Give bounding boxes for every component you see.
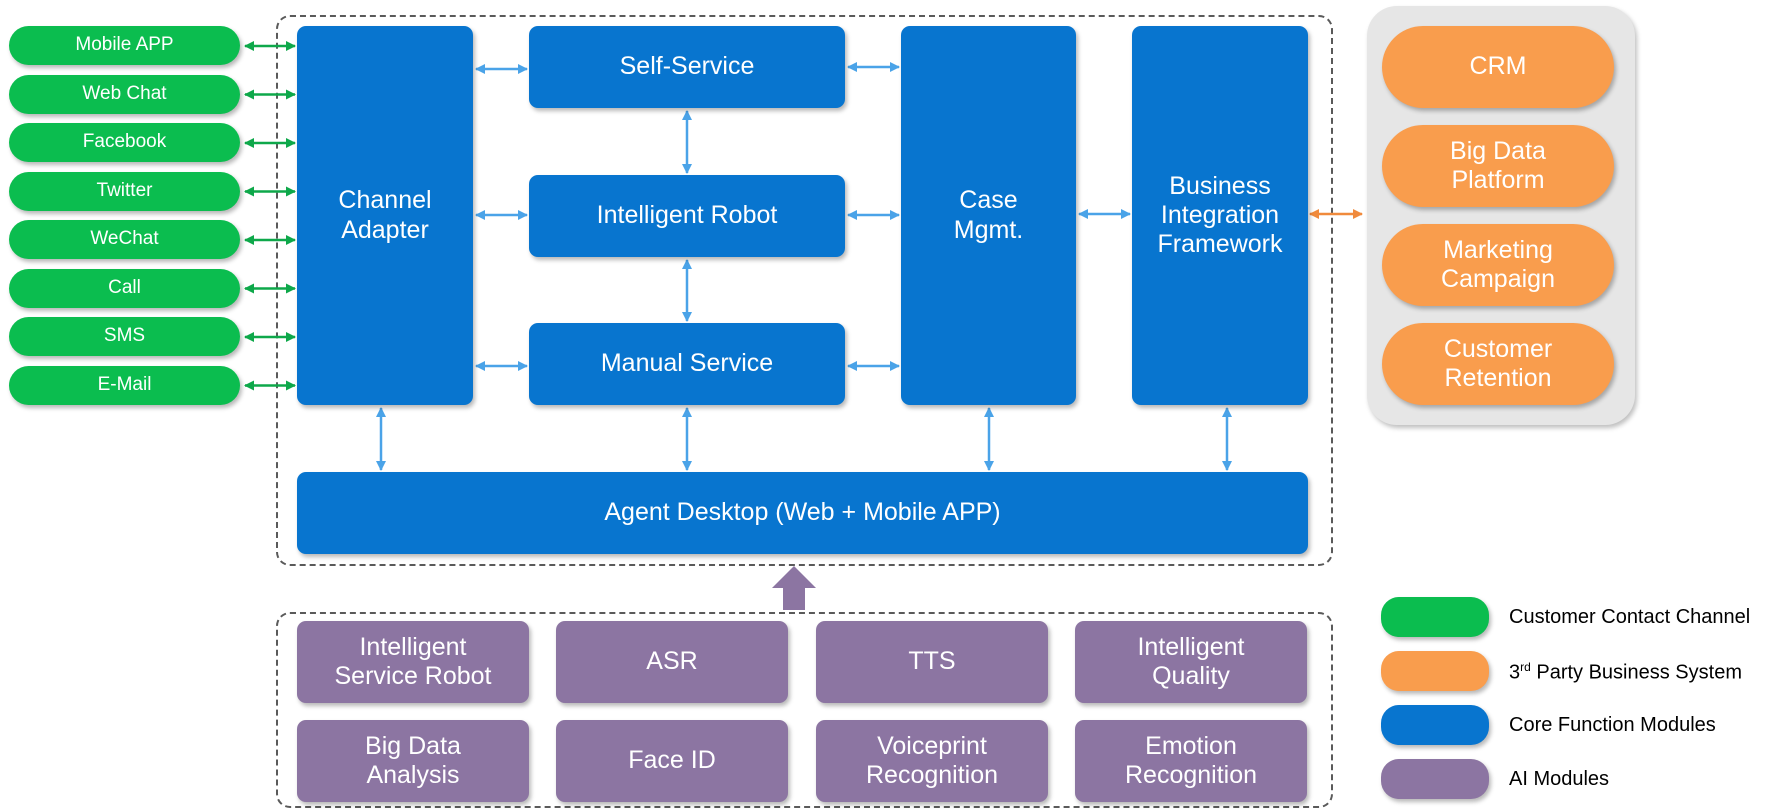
channel-mobile-app: Mobile APP: [9, 26, 240, 65]
channel-web-chat: Web Chat: [9, 74, 240, 114]
ai-module-tts: TTS: [816, 621, 1048, 703]
channel-adapter-module: Channel Adapter: [297, 26, 473, 405]
legend-label-third-party: 3rd Party Business System: [1509, 660, 1742, 684]
channel-twitter: Twitter: [9, 171, 240, 211]
ai-modules-boundary: [276, 612, 1333, 808]
channel-wechat: WeChat: [9, 220, 240, 259]
channel-sms: SMS: [9, 317, 240, 356]
third-party-marketing-campaign: Marketing Campaign: [1382, 224, 1614, 306]
ai-module-asr: ASR: [556, 621, 788, 703]
ai-module-intelligent-quality: Intelligent Quality: [1075, 621, 1307, 703]
legend-swatch-third-party: [1381, 651, 1489, 691]
intelligent-robot-module: Intelligent Robot: [529, 175, 845, 257]
legend-label-channel: Customer Contact Channel: [1509, 606, 1751, 628]
ai-to-core-arrow: [772, 566, 816, 610]
manual-service-module: Manual Service: [529, 323, 845, 405]
agent-desktop-module: Agent Desktop (Web + Mobile APP): [297, 472, 1308, 554]
channel-e-mail: E-Mail: [9, 365, 240, 405]
channel-facebook: Facebook: [9, 123, 240, 162]
self-service-module: Self-Service: [529, 26, 845, 108]
ai-module-voiceprint-recognition: Voiceprint Recognition: [816, 720, 1048, 802]
ai-module-intelligent-service-robot: Intelligent Service Robot: [297, 621, 529, 703]
ai-module-emotion-recognition: Emotion Recognition: [1075, 720, 1307, 802]
third-party-big-data-platform: Big Data Platform: [1382, 125, 1614, 207]
legend-label-core: Core Function Modules: [1509, 714, 1716, 736]
business-integration-module: Business Integration Framework: [1132, 26, 1308, 405]
ai-module-face-id: Face ID: [556, 720, 788, 802]
case-mgmt-module: Case Mgmt.: [901, 26, 1076, 405]
legend-label-ai: AI Modules: [1509, 768, 1610, 790]
legend-swatch-ai: [1381, 759, 1489, 799]
third-party-crm: CRM: [1382, 26, 1614, 108]
legend-swatch-channel: [1381, 597, 1489, 637]
channel-call: Call: [9, 268, 240, 308]
third-party-customer-retention: Customer Retention: [1382, 323, 1614, 405]
legend-swatch-core: [1381, 705, 1489, 745]
ai-module-big-data-analysis: Big Data Analysis: [297, 720, 529, 802]
